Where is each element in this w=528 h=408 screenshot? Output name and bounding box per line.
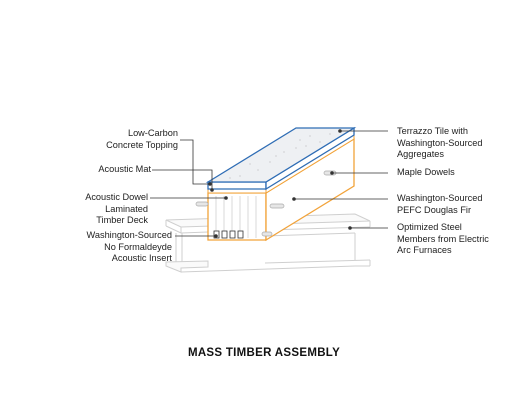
label-optimized-steel: Optimized Steel Members from Electric Ar… [397, 222, 489, 255]
label-douglas-fir: Washington-Sourced PEFC Douglas Fir [397, 193, 483, 215]
label-low-carbon-concrete-topping: Low-Carbon Concrete Topping [106, 128, 178, 150]
label-acoustic-mat: Acoustic Mat [98, 164, 151, 174]
leader-lines [150, 129, 388, 238]
label-maple-dowels: Maple Dowels [397, 167, 455, 177]
concrete-topping [205, 126, 357, 191]
diagram-title: MASS TIMBER ASSEMBLY [187, 347, 341, 359]
terrazzo-speckles [229, 131, 341, 179]
label-acoustic-insert: Washington-Sourced No Formaldeyde Acoust… [86, 230, 172, 263]
label-acoustic-dowel-laminated-timber-deck: Acoustic Dowel Laminated Timber Deck [85, 192, 148, 225]
label-terrazzo-tile: Terrazzo Tile with Washington-Sourced Ag… [397, 126, 483, 159]
